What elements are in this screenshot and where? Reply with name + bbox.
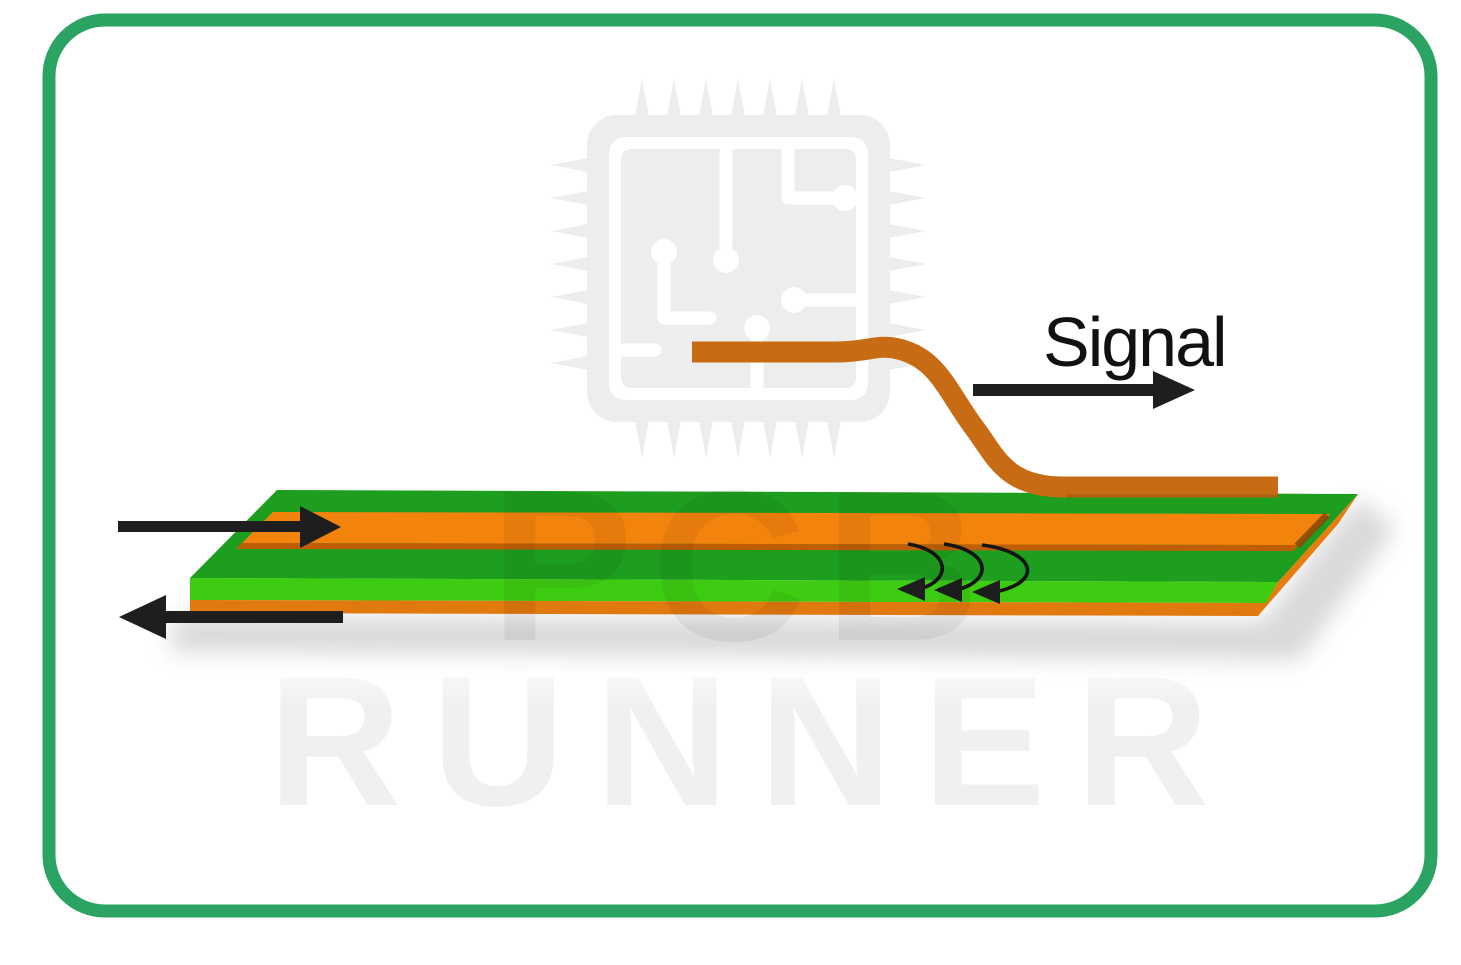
chip-trace: [781, 142, 839, 205]
return-arc-arrowhead: [934, 578, 962, 602]
watermark-pcb-text: PCB: [490, 445, 998, 686]
chip-via: [832, 185, 858, 211]
chip-via: [651, 239, 677, 265]
return-current-arcs: [897, 542, 1030, 604]
return-arc-arrowhead: [897, 577, 925, 601]
chip-via: [744, 315, 770, 341]
return-arc: [981, 543, 1030, 594]
chip-via: [781, 287, 807, 313]
return-out-arrow: [119, 595, 343, 639]
microchip-icon: [551, 79, 926, 458]
board-shadow: [170, 498, 1396, 660]
pcb-board: [190, 490, 1358, 616]
top-copper-trace: [242, 512, 1330, 545]
return-out-arrowhead: [119, 595, 166, 639]
signal-label: Signal: [1043, 303, 1226, 381]
board-right-bevel: [1258, 494, 1358, 616]
signal-arrowhead: [1153, 371, 1195, 409]
signal-arrow-shaft: [973, 384, 1153, 396]
return-arc-arrowhead: [972, 580, 1000, 604]
chip-die: [621, 149, 856, 388]
signal-arrow: [973, 371, 1195, 409]
trace-end-shadow: [1294, 512, 1330, 549]
chip-trace: [657, 259, 717, 325]
signal-wire: [692, 336, 1278, 498]
board-bottom-copper-layer: [190, 600, 1266, 616]
chip-via: [713, 247, 739, 273]
current-in-arrow-shaft: [118, 521, 300, 532]
current-in-arrow: [118, 506, 341, 548]
current-in-arrowhead: [300, 506, 341, 548]
return-out-arrow-shaft: [160, 611, 343, 623]
top-copper-trace-edge: [236, 543, 1299, 551]
return-arc: [943, 542, 984, 592]
return-arc: [907, 542, 944, 591]
board-front-face: [190, 578, 1278, 603]
